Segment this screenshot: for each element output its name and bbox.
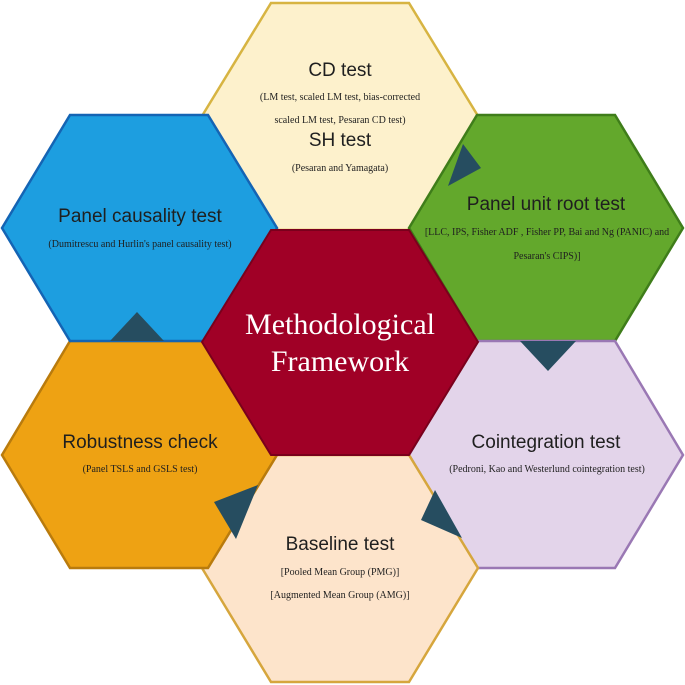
arrow-unit-root-to-cointegration [520,341,576,371]
robustness-title: Robustness check [62,432,218,453]
causality-detail: (Dumitrescu and Hurlin's panel causality… [48,239,232,250]
cointegration-title: Cointegration test [471,432,621,453]
unit-root-title: Panel unit root test [466,194,626,215]
arrow-cd-to-unit-root [448,144,481,186]
arrow-cointegration-to-baseline [421,490,462,538]
hex-center-methodological-framework [200,229,480,456]
cointegration-detail: (Pedroni, Kao and Westerlund cointegrati… [449,464,645,475]
unit-root-detail-line1: [LLC, IPS, Fisher ADF , Fisher PP, Bai a… [424,227,670,238]
baseline-detail-line1: [Pooled Mean Group (PMG)] [280,567,400,578]
robustness-detail: (Panel TSLS and GSLS test) [82,464,198,475]
cd-test-detail-line1: (LM test, scaled LM test, bias-corrected [259,92,421,103]
causality-title: Panel causality test [58,206,222,227]
arrow-robustness-to-causality [110,312,164,341]
center-title-line2: Framework [270,345,410,378]
center-title-line1: Methodological [245,308,435,341]
sh-test-detail: (Pesaran and Yamagata) [291,163,389,174]
unit-root-detail-line2: Pesaran's CIPS)] [513,251,581,262]
cd-test-detail-line2: scaled LM test, Pesaran CD test) [274,115,406,126]
baseline-detail-line2: [Augmented Mean Group (AMG)] [270,590,410,601]
arrow-baseline-to-robustness [214,485,258,539]
baseline-title: Baseline test [285,534,395,555]
cd-test-title: CD test [308,60,372,81]
sh-test-title: SH test [308,130,372,151]
